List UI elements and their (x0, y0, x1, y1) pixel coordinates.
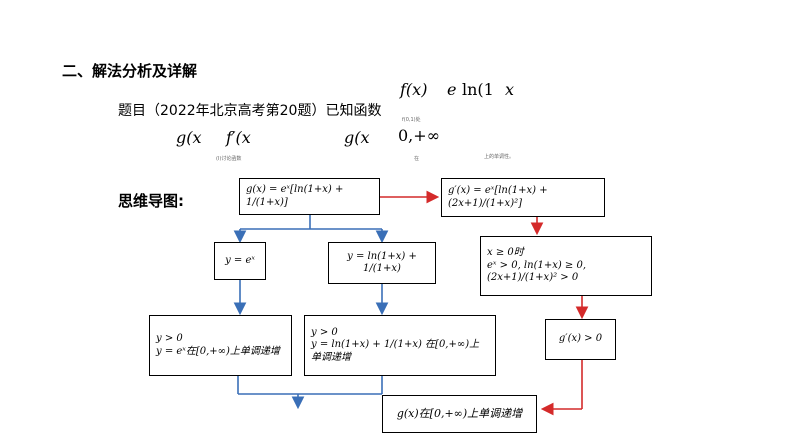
red-arrow-group (380, 190, 589, 416)
formula-fragment: ln(1 (462, 80, 494, 99)
tiny-text: f(0,1)处 (402, 117, 421, 123)
g-prime-positive-text: g′(x) > 0 (558, 333, 603, 345)
conclusion-box: g(x)在[0,+∞)上单调递增 (382, 395, 537, 433)
mind-map-label: 思维导图: (118, 192, 184, 210)
g-prime-positive-box: g′(x) > 0 (545, 319, 616, 360)
ex-monotonic-line1: y > 0 (156, 333, 183, 344)
tiny-text: (I)讨论函数 (216, 156, 242, 162)
formula-fragment: g(x (344, 128, 370, 147)
g-definition-text: g(x) = eˣ[ln(1+x) + 1/(1+x)] (246, 184, 344, 208)
condition-line1: x ≥ 0时 (487, 247, 524, 259)
ex-box: y = eˣ (214, 242, 266, 280)
formula-fragment: x (505, 80, 515, 99)
section-heading: 二、解法分析及详解 (62, 62, 198, 80)
ln-monotonic-line1: y > 0 (311, 326, 338, 338)
formula-fragment: g(x (176, 128, 202, 147)
question-text: 题目（2022年北京高考第20题）已知函数 (118, 103, 382, 119)
formula-fragment: e (447, 80, 457, 99)
formula-fragment: 0,+∞ (398, 126, 440, 145)
ex-monotonic-box: y > 0 y = eˣ在[0,+∞)上单调递增 (149, 315, 292, 376)
g-prime-text: g′(x) = eˣ[ln(1+x) + (2x+1)/(1+x)²] (448, 185, 548, 209)
ex-monotonic-line2: y = eˣ在[0,+∞)上单调递增 (156, 345, 280, 357)
g-definition-box: g(x) = eˣ[ln(1+x) + 1/(1+x)] (239, 178, 380, 215)
condition-line2: eˣ > 0, ln(1+x) ≥ 0, (2x+1)/(1+x)² > 0 (487, 259, 587, 284)
ln-box: y = ln(1+x) + 1/(1+x) (328, 242, 436, 284)
tiny-text: 上的单调性。 (484, 154, 515, 160)
tiny-text: 在 (414, 156, 420, 162)
formula-fragment: f(x) (400, 80, 428, 99)
ex-text: y = eˣ (225, 254, 255, 266)
ln-monotonic-box: y > 0 y = ln(1+x) + 1/(1+x) 在[0,+∞)上单调递增 (304, 315, 496, 376)
ln-monotonic-line2: y = ln(1+x) + 1/(1+x) 在[0,+∞)上单调递增 (311, 339, 480, 363)
ln-text: y = ln(1+x) + 1/(1+x) (347, 250, 417, 275)
g-prime-box: g′(x) = eˣ[ln(1+x) + (2x+1)/(1+x)²] (441, 178, 605, 217)
conclusion-text: g(x)在[0,+∞)上单调递增 (396, 407, 523, 421)
formula-fragment: f′(x (226, 128, 251, 147)
blue-arrow-group (233, 214, 389, 410)
condition-box: x ≥ 0时 eˣ > 0, ln(1+x) ≥ 0, (2x+1)/(1+x)… (480, 236, 652, 296)
